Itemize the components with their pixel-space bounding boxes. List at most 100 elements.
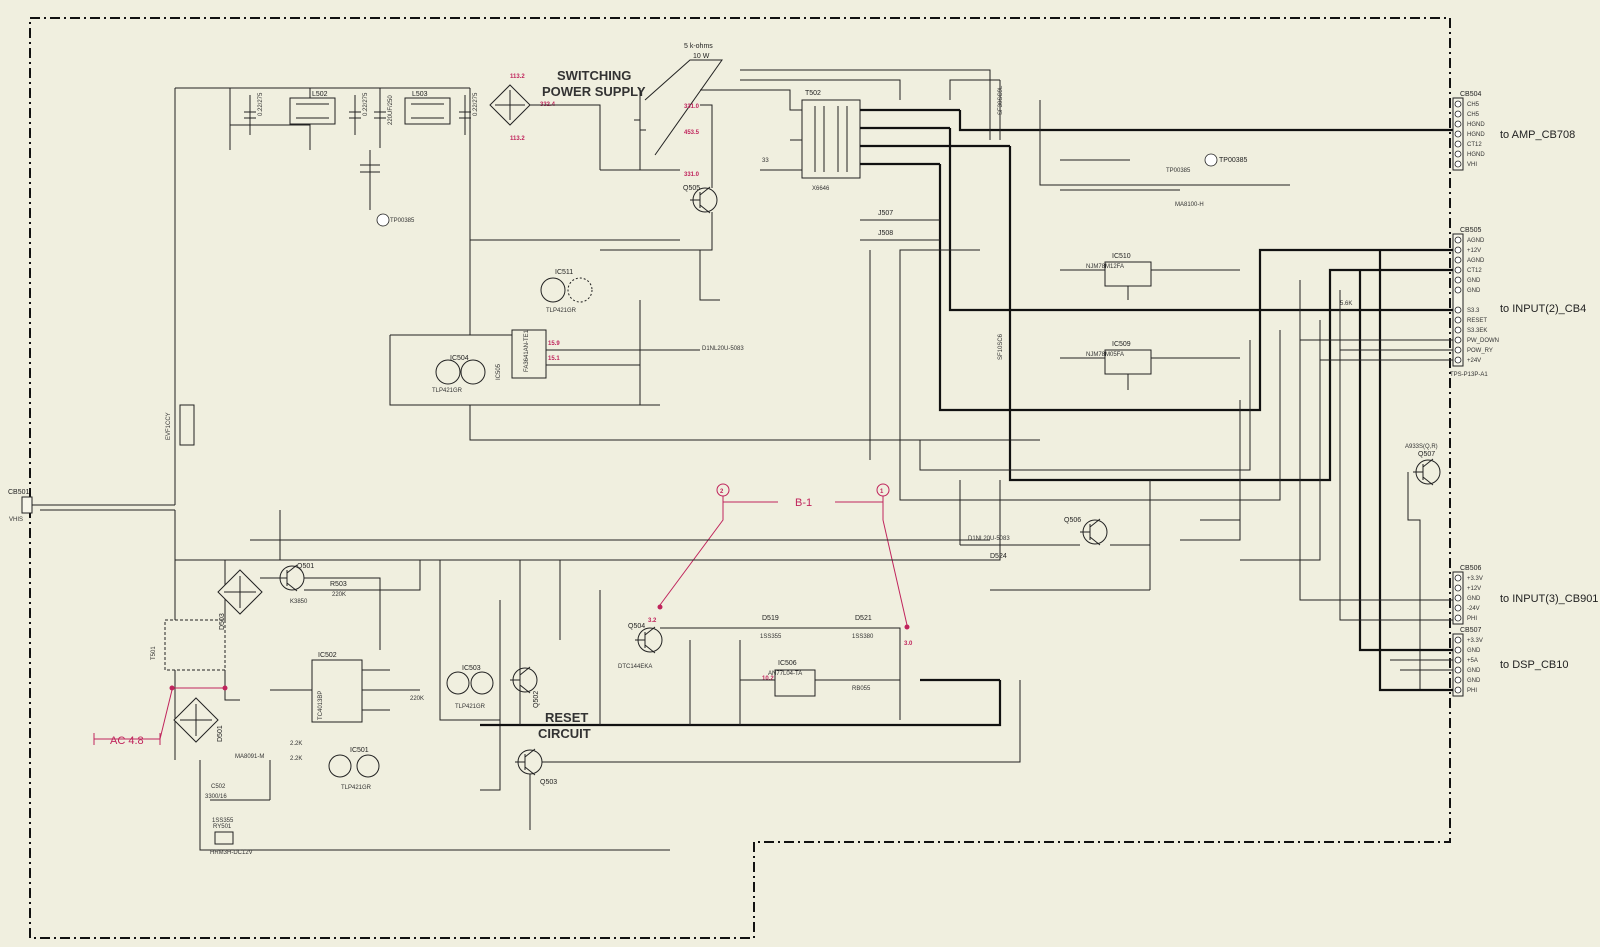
cb506-name: CB506 <box>1460 565 1482 572</box>
ic501-label: IC501 <box>350 747 369 754</box>
d502-part: 1SS355 <box>212 818 234 824</box>
cb507-pin: GND <box>1467 678 1481 684</box>
ic509-part: NJM78M05FA <box>1086 352 1124 358</box>
d519-part: 1SS355 <box>760 634 782 640</box>
t502-label: T502 <box>805 90 821 97</box>
cb505-pin: GND <box>1467 278 1481 284</box>
cb505-pin: +24V <box>1467 358 1481 364</box>
c502-value: 3300/16 <box>205 794 227 800</box>
cb504-pin: HGND <box>1467 132 1485 138</box>
d523-part: SF10SC6 <box>998 333 1004 360</box>
connector-cb507: CB507 +3.3V GND +5A GND GND PHI to DSP_C… <box>1452 627 1568 697</box>
cb506-pin: GND <box>1467 596 1481 602</box>
cb507-pin: +3.3V <box>1467 638 1483 644</box>
c507-value: 0.22/275 <box>258 92 264 116</box>
t502-part: X6646 <box>812 186 830 192</box>
marker-1: 1 <box>880 489 884 495</box>
d519-label: D519 <box>762 615 779 622</box>
dest-amp: to AMP_CB708 <box>1500 129 1575 141</box>
l502-label: L502 <box>312 91 328 98</box>
ic509-label: IC509 <box>1112 341 1131 348</box>
r503-label: R503 <box>330 581 347 588</box>
cb505-pin: POW_RY <box>1467 348 1493 354</box>
v-331: 331.0 <box>684 104 700 110</box>
cb507-pin: PHI <box>1467 688 1477 694</box>
ry501-label: RY501 <box>213 824 232 830</box>
tp503-label: TP00385 <box>1219 157 1248 164</box>
d521-label: D521 <box>855 615 872 622</box>
cb505-pin: PW_DOWN <box>1467 338 1499 344</box>
q504-label: Q504 <box>628 623 645 630</box>
switching-power-supply-section: SWITCHING POWER SUPPLY 5 k-ohms 10 W 113… <box>389 43 1040 441</box>
q504-part: DTC144EKA <box>618 664 652 670</box>
connector-cb505: CB505 AGND +12V AGND CT12 GND GND S3.3 R… <box>1450 227 1586 378</box>
d504-part: MA8091-M <box>235 754 264 760</box>
connector-bus-wiring <box>899 250 1453 692</box>
cb504-name: CB504 <box>1460 91 1482 98</box>
j508-label: J508 <box>878 230 893 237</box>
cb505-pins: AGND +12V AGND CT12 GND GND S3.3 RESET S… <box>1454 236 1499 364</box>
cb505-pin: +12V <box>1467 248 1481 254</box>
marker-2: 2 <box>720 489 724 495</box>
bridge-v-top: 113.2 <box>510 74 525 80</box>
ic506-part: AN77L04-TA <box>768 671 802 677</box>
d524-part: D1NL20U-5083 <box>968 536 1010 542</box>
switching-title-1: SWITCHING <box>557 68 631 83</box>
ic510-label: IC510 <box>1112 253 1131 260</box>
q505-label: Q505 <box>683 185 700 192</box>
q507-label: Q507 <box>1418 451 1435 458</box>
r552-value: 2.2K <box>290 756 302 762</box>
r549-value: 5.6K <box>1340 301 1352 307</box>
cb501-pin-vhis: VHIS <box>9 517 23 523</box>
dest-dsp: to DSP_CB10 <box>1500 659 1568 671</box>
tp503-part: TP00385 <box>1166 168 1191 174</box>
c508-value: 0.22/275 <box>363 92 369 116</box>
ic502-label: IC502 <box>318 652 337 659</box>
cb504-pin: HGND <box>1467 152 1485 158</box>
d522-part: SF30SC9L <box>998 85 1004 115</box>
d518-part: D1NL20U-5083 <box>702 346 744 352</box>
v-331b: 331.0 <box>684 172 700 178</box>
cb505-pin: S3.3 <box>1467 308 1480 314</box>
c503-part: EVF1CCY <box>166 412 172 440</box>
dest-input2: to INPUT(2)_CB4 <box>1500 303 1586 315</box>
r503-value: 220K <box>332 592 346 598</box>
ic510-part: NJM78M12FA <box>1086 264 1124 270</box>
cb505-name: CB505 <box>1460 227 1482 234</box>
standby-supply-section: T501 D503 D501 C502 3300/16 HRM3H-DC12V … <box>151 510 670 856</box>
ic511-label: IC511 <box>555 269 573 276</box>
cb504-pin: VHI <box>1467 162 1477 168</box>
q501-label: Q501 <box>297 563 314 570</box>
cb506-pins: +3.3V +12V GND -24V PHI <box>1454 574 1483 622</box>
v-3: 3.0 <box>904 641 913 647</box>
cb506-pin: -24V <box>1467 606 1480 612</box>
c510-value: 0.22/275 <box>473 92 479 116</box>
d530-part: MA8100-H <box>1175 202 1204 208</box>
ac-label: AC 4.8 <box>110 735 144 747</box>
r506-value: 220K <box>410 696 424 702</box>
cb506-pin: PHI <box>1467 616 1477 622</box>
connector-cb506: CB506 +3.3V +12V GND -24V PHI to INPUT(3… <box>1452 565 1598 625</box>
ic506-vin: 10.2 <box>762 676 774 682</box>
ac-annotation: AC 4.8 <box>93 685 228 747</box>
ic503-part: TLP421GR <box>455 704 486 710</box>
ic505-part: FA3641AN-TE1 <box>524 329 530 372</box>
ry501-part: HRM3H-DC12V <box>210 850 253 856</box>
board-outline <box>29 17 1451 939</box>
cb501-label: CB501 <box>8 489 30 496</box>
cb504-pin: CH5 <box>1467 112 1480 118</box>
cb504-pin: HGND <box>1467 122 1485 128</box>
tp502-label: TP00385 <box>390 218 415 224</box>
t501-label: T501 <box>151 646 157 660</box>
ic501-part: TLP421GR <box>341 785 372 791</box>
q506-label: Q506 <box>1064 517 1081 524</box>
cb507-name: CB507 <box>1460 627 1482 634</box>
cb506-pin: +12V <box>1467 586 1481 592</box>
cb505-footer: TPS-P13P-A1 <box>1450 372 1488 378</box>
v-159: 15.9 <box>548 341 560 347</box>
ic504-label: IC504 <box>450 355 469 362</box>
bridge-v-bottom: 113.2 <box>510 136 525 142</box>
d524-label: D524 <box>990 553 1007 560</box>
q507-part: A933S(Q,R) <box>1405 444 1438 450</box>
